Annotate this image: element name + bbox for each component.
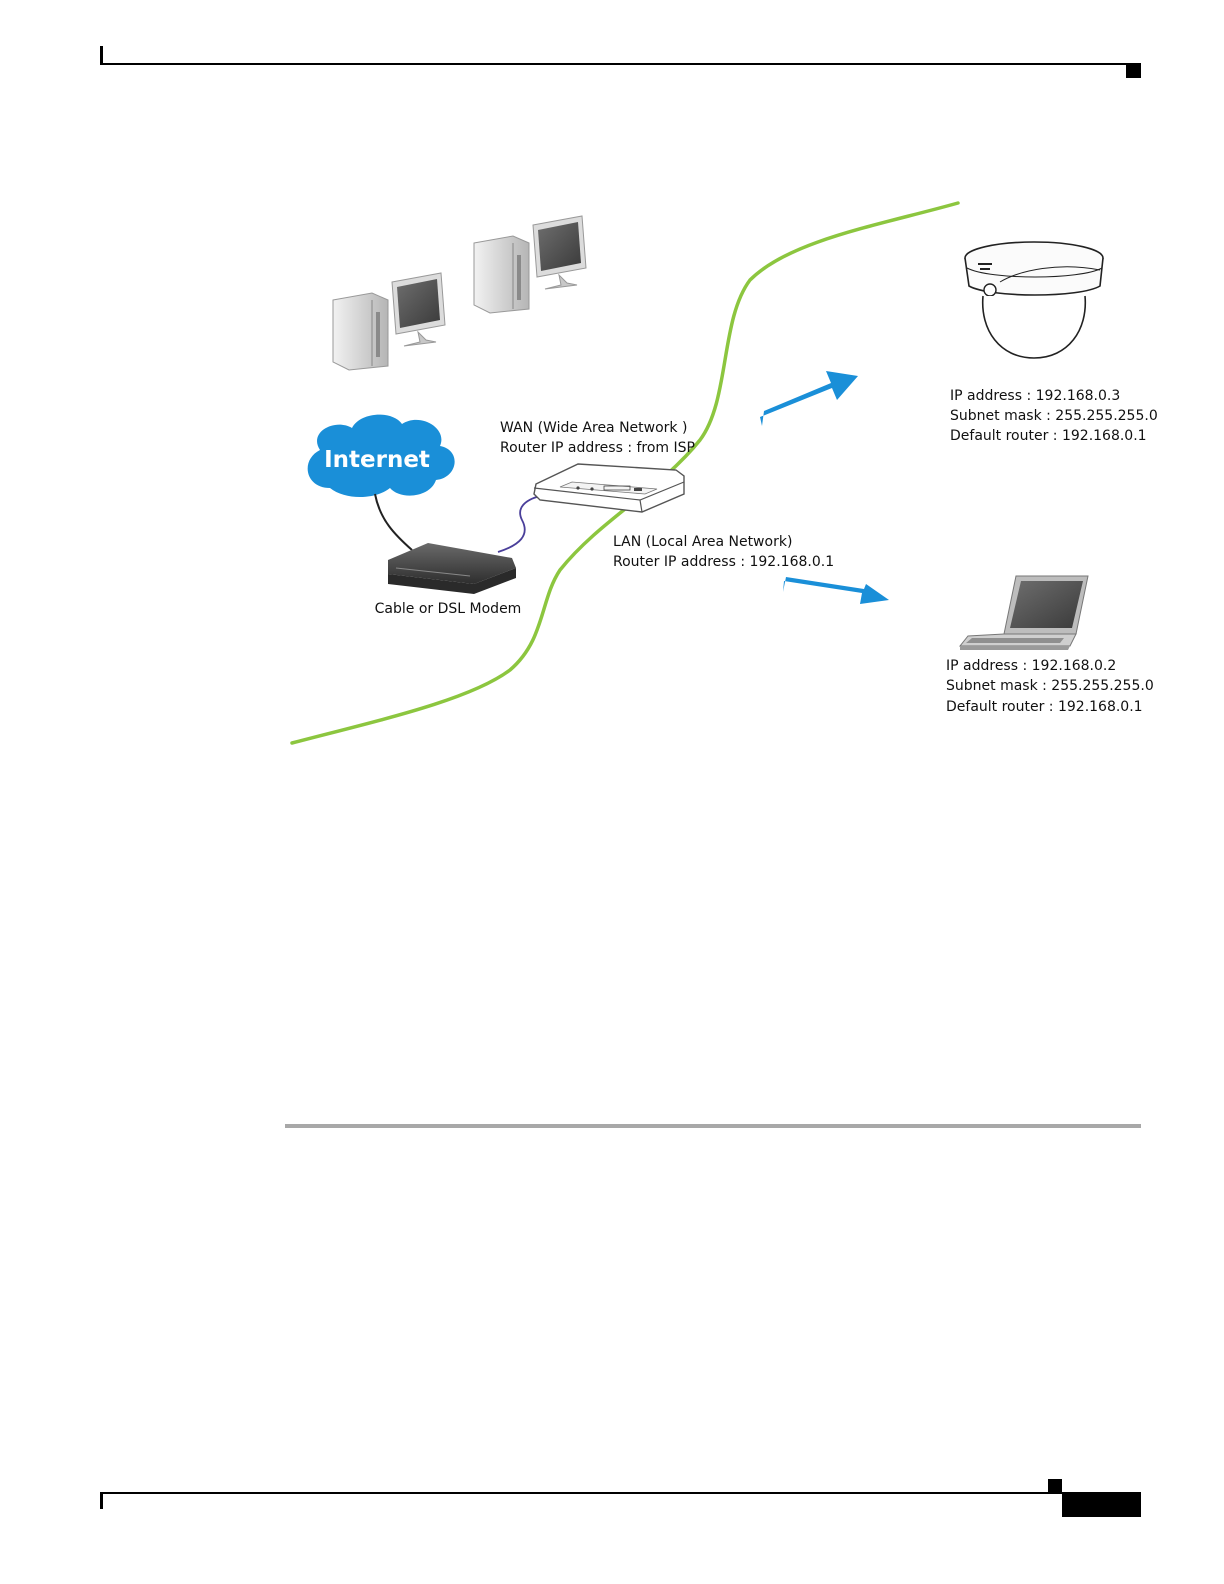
- lan-title: LAN (Local Area Network): [613, 534, 792, 550]
- footer-marker: [1048, 1479, 1062, 1493]
- modem-to-router-cable: [497, 495, 541, 553]
- arrow-to-laptop-icon: [783, 577, 889, 604]
- header-marker: [1126, 63, 1141, 78]
- laptop-subnet-mask: Subnet mask : 255.255.255.0: [946, 678, 1154, 694]
- camera-default-router: Default router : 192.168.0.1: [950, 428, 1147, 444]
- desktop-computer-icon: [473, 215, 587, 314]
- dome-camera-icon: [964, 241, 1104, 359]
- laptop-default-router: Default router : 192.168.0.1: [946, 699, 1143, 715]
- internet-label: Internet: [324, 447, 430, 473]
- header-rule: [101, 63, 1141, 65]
- laptop-ip-address: IP address : 192.168.0.2: [946, 658, 1116, 674]
- footer-page-block: [1062, 1493, 1141, 1517]
- wan-title: WAN (Wide Area Network ): [500, 420, 687, 436]
- desktop-computer-icon: [332, 272, 446, 371]
- section-separator: [285, 1124, 1141, 1128]
- modem-icon: [388, 543, 516, 594]
- modem-label: Cable or DSL Modem: [375, 601, 522, 617]
- footer-rule: [101, 1492, 1141, 1494]
- router-icon: [533, 463, 685, 513]
- camera-subnet-mask: Subnet mask : 255.255.255.0: [950, 408, 1158, 424]
- modem-to-internet-cable: [374, 493, 413, 551]
- internet-cloud-icon: Internet: [307, 414, 455, 497]
- lan-router-ip: Router IP address : 192.168.0.1: [613, 554, 834, 570]
- camera-ip-address: IP address : 192.168.0.3: [950, 388, 1120, 404]
- wan-router-ip: Router IP address : from ISP: [500, 440, 695, 456]
- arrow-to-camera-icon: [760, 371, 858, 426]
- header-tick: [100, 46, 103, 65]
- laptop-icon: [958, 575, 1089, 650]
- footer-tick: [100, 1492, 103, 1509]
